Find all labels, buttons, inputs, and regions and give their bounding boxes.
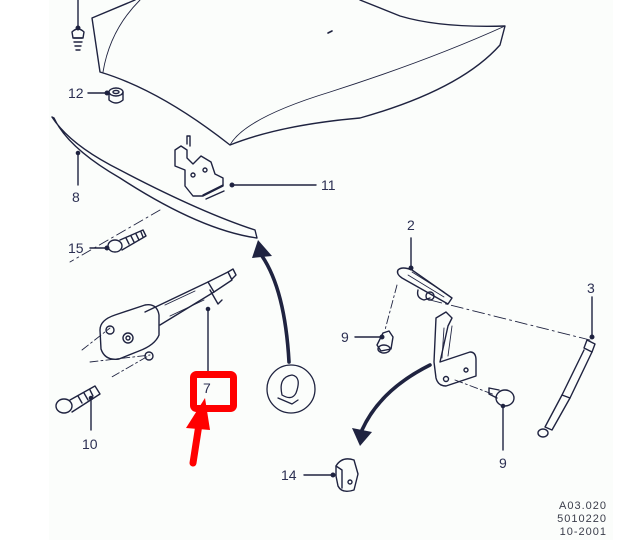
highlight-box [190,371,237,412]
callout-14: 14 [281,467,297,483]
reference-code-block: A03.020 5010220 10-2001 [557,500,607,539]
direction-arrow-down-illustration [352,363,432,446]
reference-code-line-2: 5010220 [557,513,607,525]
bolt-illustration [89,229,147,253]
hood-release-assembly-illustration [81,268,237,379]
seal-strip-illustration [51,116,258,239]
clip-fastener-illustration [71,0,85,51]
highlight-arrow-head [186,398,210,430]
gas-strut-illustration [537,296,596,438]
callout-9-left: 9 [341,329,349,345]
hood-hinge-illustration [384,237,591,396]
reference-code-line-3: 10-2001 [559,526,607,538]
highlight-overlay [186,371,237,467]
callout-11: 11 [321,177,336,193]
callout-2: 2 [407,217,415,233]
grommet-illustration [87,87,124,104]
direction-arrow-up-illustration [252,240,316,414]
mounting-bolt-illustration [55,385,101,431]
callout-3: 3 [587,280,595,296]
callout-10: 10 [82,436,98,452]
bracket-illustration [303,458,359,493]
hinge-nut-left-illustration [354,330,394,354]
callout-12: 12 [68,85,84,101]
callout-9-right: 9 [499,455,507,471]
hinge-bolt-right-illustration [488,387,515,451]
reference-code-line-1: A03.020 [559,500,607,512]
callout-15: 15 [68,240,84,256]
hood-lock-catch-illustration [69,135,317,263]
callout-8: 8 [72,189,80,205]
diagram-sheet [49,0,613,540]
hood-panel-illustration [91,0,506,146]
callout-7: 7 [203,380,211,396]
